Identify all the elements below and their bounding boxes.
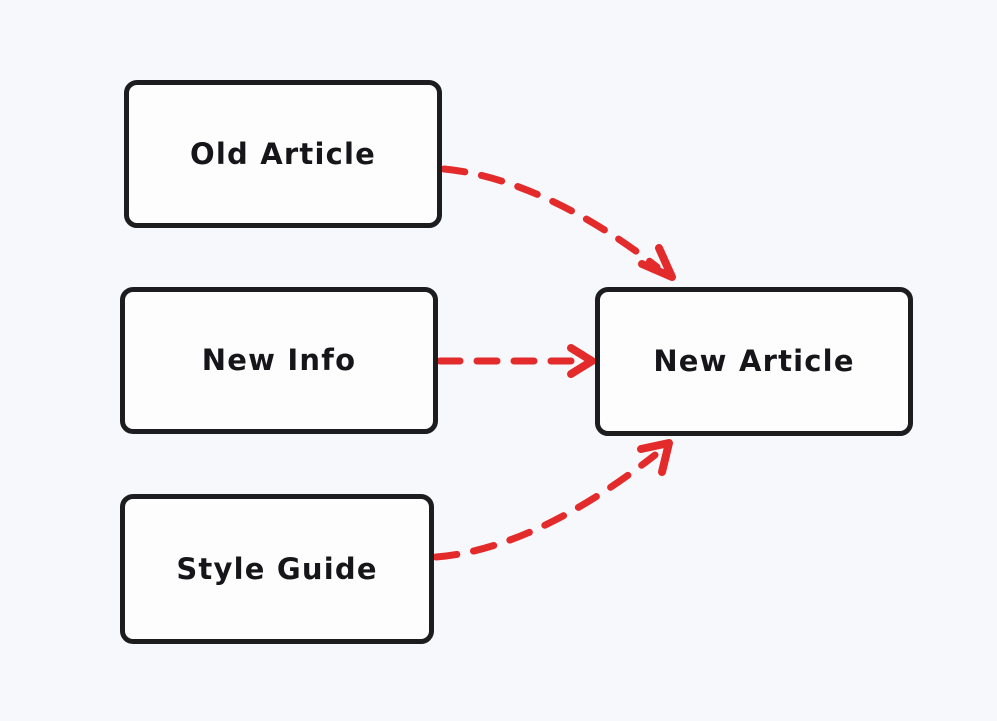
node-new-info[interactable]: New Info [120, 287, 438, 434]
edge-old-article-to-new-article [440, 165, 676, 281]
arrowhead-old-article [638, 244, 676, 281]
edge-new-info-to-new-article [436, 344, 596, 378]
node-old-article[interactable]: Old Article [124, 80, 442, 228]
edge-style-guide-to-new-article [432, 439, 673, 561]
node-old-article-label: Old Article [190, 136, 376, 171]
edge-line-old-article [440, 165, 661, 271]
node-style-guide-label: Style Guide [176, 551, 378, 586]
arrowhead-new-info [567, 344, 596, 378]
node-new-info-label: New Info [201, 343, 357, 377]
node-new-article-label: New Article [653, 344, 855, 378]
node-new-article[interactable]: New Article [595, 287, 913, 436]
node-style-guide[interactable]: Style Guide [120, 494, 434, 644]
edge-line-style-guide [432, 451, 659, 561]
arrowhead-style-guide [637, 439, 673, 476]
